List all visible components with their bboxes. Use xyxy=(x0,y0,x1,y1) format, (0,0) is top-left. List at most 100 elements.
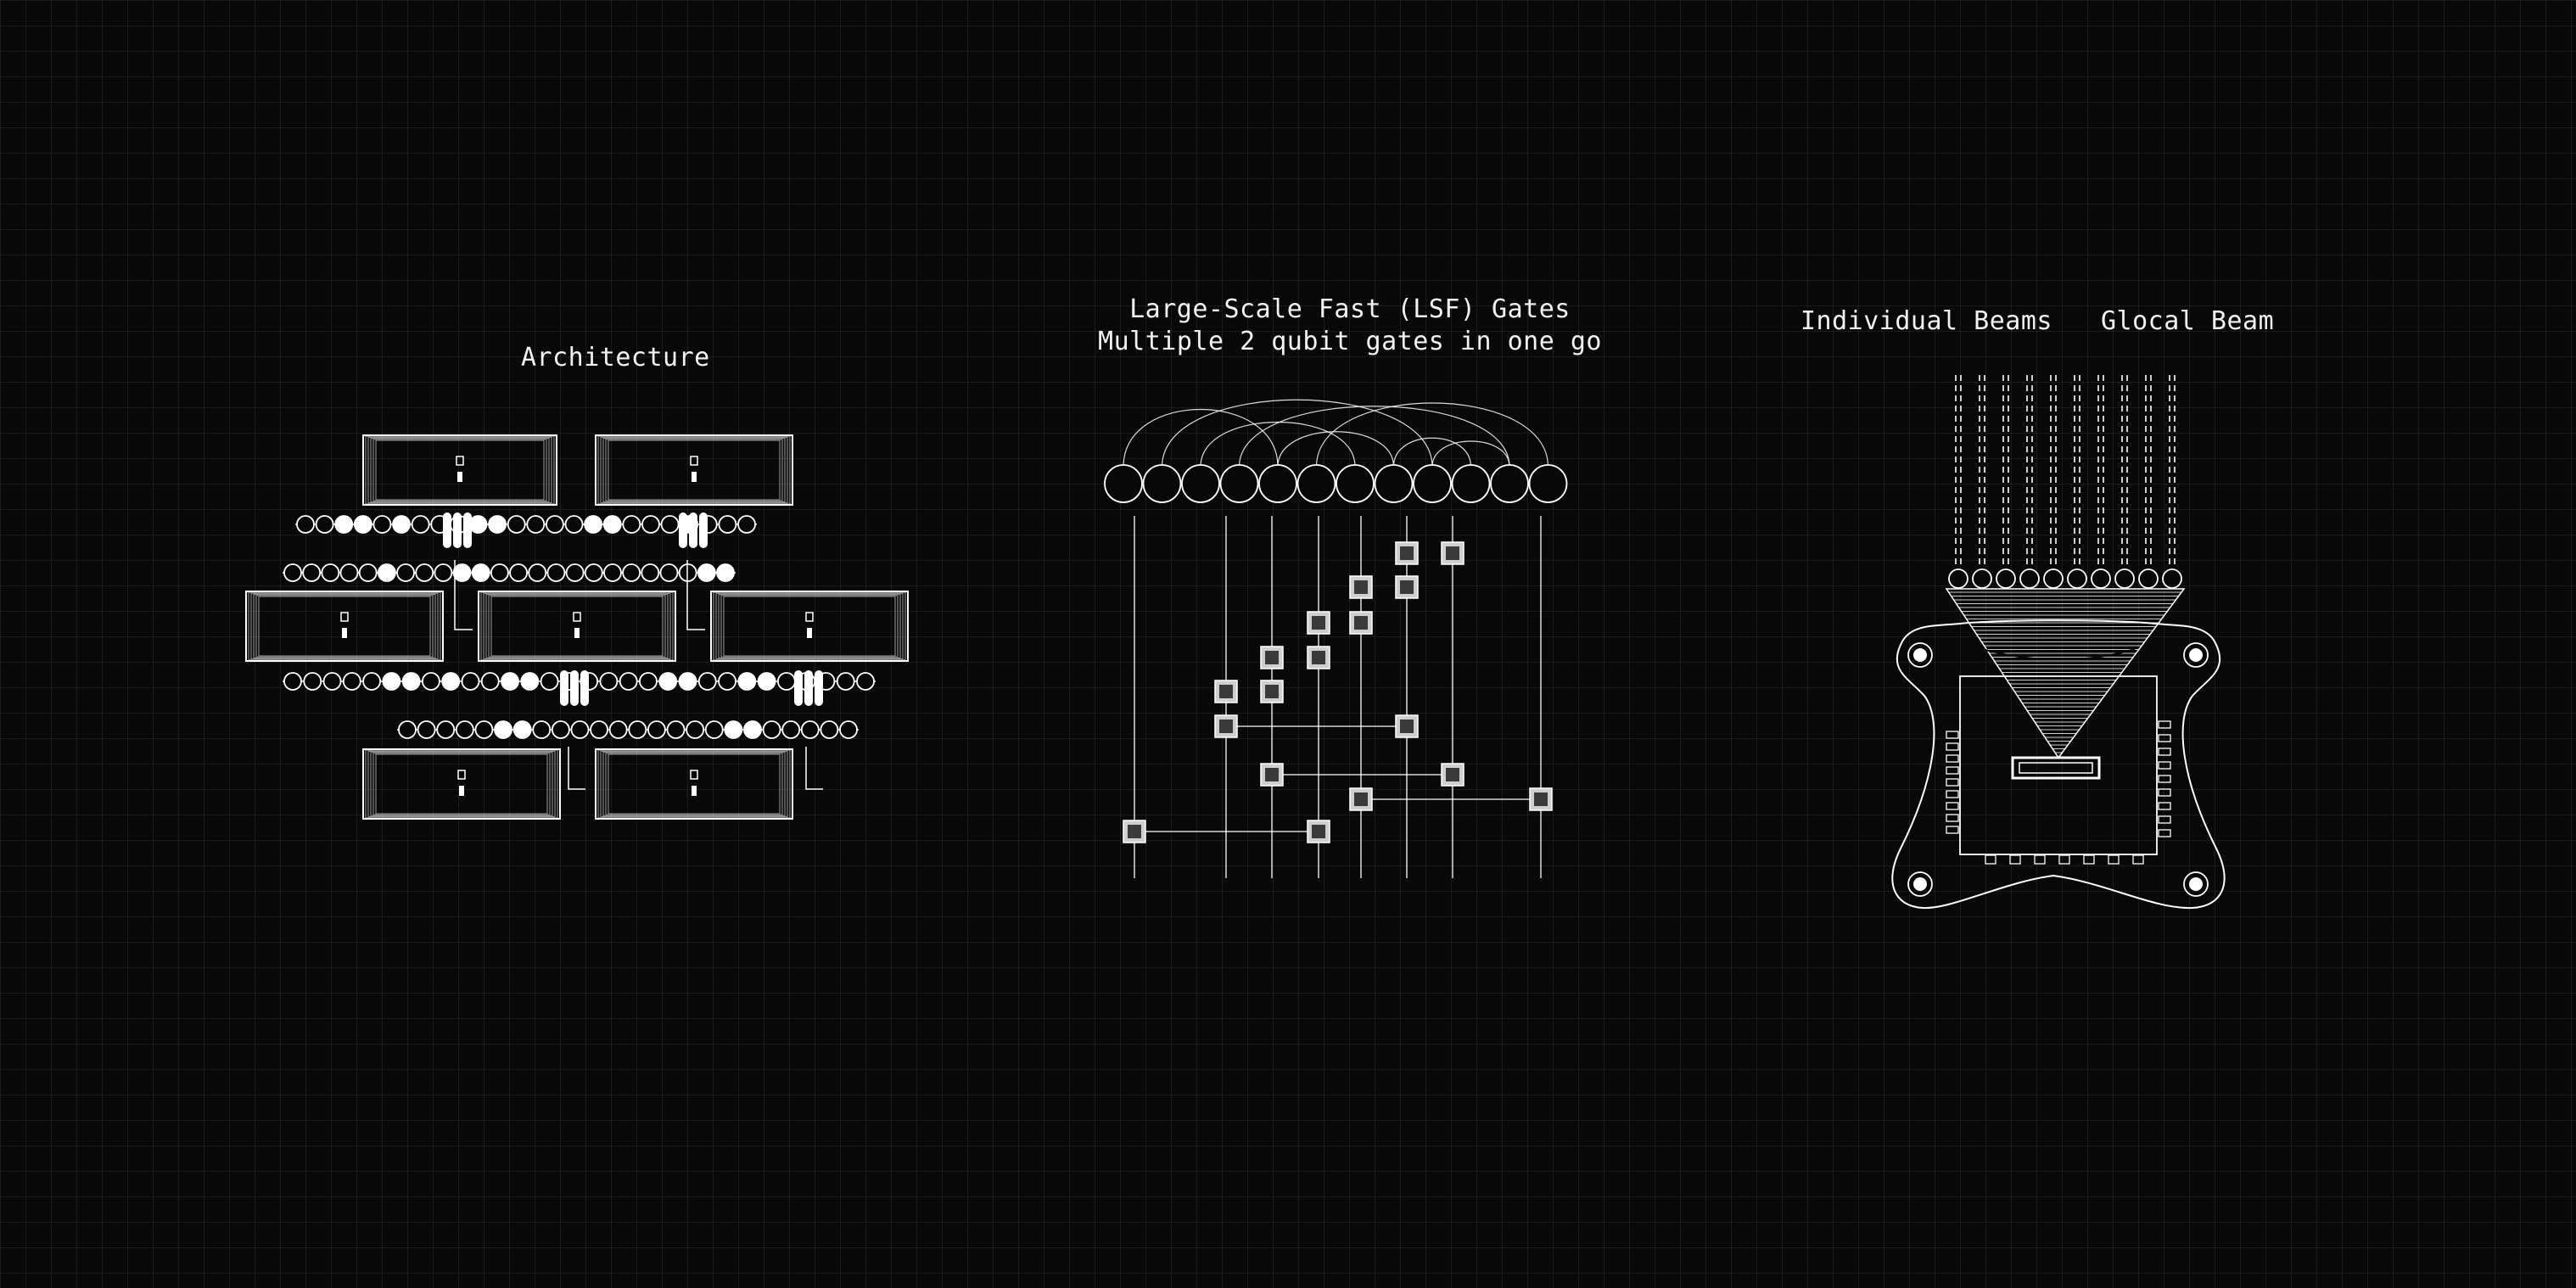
gate-box xyxy=(1123,820,1146,843)
entangling-arc xyxy=(1200,421,1356,468)
ion xyxy=(565,563,585,582)
ion xyxy=(737,515,756,534)
ion xyxy=(743,720,762,739)
ion xyxy=(647,720,666,739)
ion xyxy=(762,720,781,739)
mount-hole-fill xyxy=(1913,877,1927,891)
ion xyxy=(546,515,564,534)
bond-pad xyxy=(2158,829,2171,837)
ion xyxy=(339,563,359,582)
ion xyxy=(584,563,603,582)
zone-box xyxy=(595,434,793,506)
trapped-ion xyxy=(2067,568,2087,589)
qubit xyxy=(1413,464,1452,503)
ion xyxy=(526,515,546,534)
qubit xyxy=(1528,464,1568,503)
glocal-beam xyxy=(1945,588,2186,759)
glocal-beam-label: Glocal Beam xyxy=(2101,306,2275,336)
ion xyxy=(422,672,440,691)
ion xyxy=(622,563,641,582)
ion xyxy=(490,563,509,582)
gate-box xyxy=(1395,714,1419,738)
interaction-pill xyxy=(443,512,451,548)
ion xyxy=(602,515,622,534)
interaction-pill xyxy=(560,670,568,706)
bond-pad xyxy=(2158,775,2171,783)
bond-pad xyxy=(2058,854,2070,865)
gate-box xyxy=(1349,575,1373,599)
ion xyxy=(678,672,697,691)
ion xyxy=(697,672,717,691)
entangling-arc xyxy=(1431,440,1510,468)
interaction-pill xyxy=(580,670,589,706)
gate-box xyxy=(1441,541,1464,565)
gate-box xyxy=(1441,763,1464,787)
ion xyxy=(658,672,678,691)
ion xyxy=(417,720,436,739)
ion xyxy=(546,563,566,582)
qubit xyxy=(1451,464,1491,503)
mount-hole xyxy=(2183,871,2209,897)
ion xyxy=(512,720,532,739)
trapped-ion xyxy=(2019,568,2040,589)
qubit xyxy=(1104,464,1143,503)
ion xyxy=(608,720,628,739)
entangling-arc xyxy=(1392,437,1472,468)
bond-pad xyxy=(1946,754,1959,763)
ion xyxy=(377,563,396,582)
lsf-gates-subtitle: Multiple 2 qubit gates in one go xyxy=(1098,327,1602,356)
trapped-ion xyxy=(2091,568,2111,589)
qubit xyxy=(1374,464,1414,503)
ion xyxy=(415,563,434,582)
mount-hole-fill xyxy=(2189,877,2203,891)
bond-pad xyxy=(2158,720,2171,729)
interaction-pill xyxy=(699,512,708,548)
entangling-arc xyxy=(1238,406,1510,468)
qubit xyxy=(1336,464,1375,503)
ion xyxy=(737,672,757,691)
qubit xyxy=(1142,464,1182,503)
zone-box xyxy=(595,748,793,820)
interaction-pill xyxy=(679,512,687,548)
qubit xyxy=(1258,464,1297,503)
gate-box xyxy=(1395,541,1419,565)
glocal-beam-gap xyxy=(1981,648,2136,661)
trap-electrode xyxy=(2011,756,2101,780)
ion xyxy=(704,720,724,739)
bond-pad xyxy=(1946,814,1959,822)
ion xyxy=(532,720,552,739)
bond-pad xyxy=(2034,854,2046,865)
qubit xyxy=(1490,464,1529,503)
ion xyxy=(501,672,519,691)
ion xyxy=(718,515,737,534)
zone-box xyxy=(362,434,557,506)
entangling-arc xyxy=(1161,399,1433,468)
ion xyxy=(836,672,855,691)
mount-hole xyxy=(1907,642,1933,668)
ion xyxy=(436,720,456,739)
ion xyxy=(603,563,622,582)
bond-pad xyxy=(2158,788,2171,797)
ion xyxy=(856,672,875,691)
zone-box xyxy=(362,748,561,820)
gate-box xyxy=(1307,611,1330,635)
ion xyxy=(509,563,528,582)
qubit xyxy=(1296,464,1336,503)
ion xyxy=(716,563,735,582)
ion xyxy=(599,672,619,691)
zone-box xyxy=(245,591,444,662)
trapped-ion xyxy=(1996,568,2016,589)
bond-pad xyxy=(2158,748,2171,756)
lsf-gates-title: Large-Scale Fast (LSF) Gates xyxy=(1129,294,1571,324)
ion xyxy=(757,672,776,691)
ion xyxy=(697,563,716,582)
ion xyxy=(839,720,858,739)
bond-pad xyxy=(1946,802,1959,810)
ion xyxy=(474,720,494,739)
trapped-ion xyxy=(2043,568,2064,589)
ion xyxy=(396,563,415,582)
architecture-title: Architecture xyxy=(521,343,710,372)
ion xyxy=(362,672,382,691)
